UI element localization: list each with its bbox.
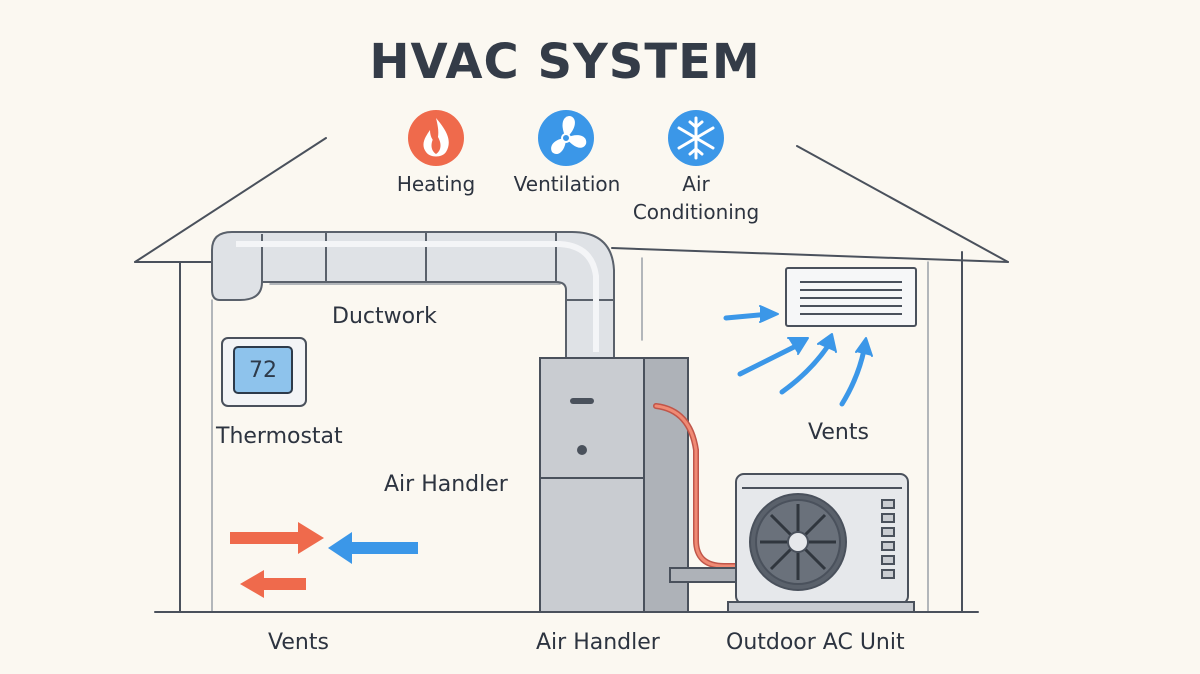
duct-horizontal: [211, 231, 615, 361]
vents-label-bottom: Vents: [268, 630, 329, 655]
ac-side-vents: [881, 499, 895, 579]
air-handler: [539, 357, 689, 613]
ac-fan-hub: [787, 531, 809, 553]
cool-arrow-3: [779, 343, 831, 395]
duct-highlight: [236, 241, 599, 352]
cool-air-arrows: [723, 305, 873, 407]
diagram-title: HVAC SYSTEM: [369, 34, 761, 90]
air-flow-arrows: [230, 522, 418, 598]
thermostat-reading: 72: [249, 357, 277, 383]
cool-arrow-4-head: [855, 337, 873, 357]
air-conditioning-label-line1: Air: [682, 172, 710, 196]
air-handler-handle: [570, 398, 594, 404]
air-handler-front: [539, 357, 645, 613]
cool-arrow-1-head: [759, 305, 779, 323]
ac-unit-base: [727, 601, 915, 613]
roof-right: [796, 145, 1009, 263]
heating-label: Heating: [396, 172, 476, 196]
cool-arrow-2-head: [787, 337, 809, 355]
warm-arrow-2: [240, 570, 306, 598]
snowflake-icon: [668, 110, 724, 166]
air-handler-label-bottom: Air Handler: [536, 630, 660, 655]
flame-icon: [408, 110, 464, 166]
cool-arrow-3-head: [817, 333, 837, 353]
refrigerant-line-core: [654, 404, 746, 568]
cool-arrow-left: [328, 532, 418, 564]
eave-right: [611, 247, 1009, 263]
cool-arrow-4: [839, 347, 867, 407]
wall-vent: [785, 267, 917, 327]
thermostat: [221, 337, 307, 407]
thermostat-screen: [233, 346, 293, 394]
outdoor-ac-unit: [727, 473, 915, 613]
ductwork-label: Ductwork: [332, 304, 437, 329]
air-handler-label: Air Handler: [384, 472, 508, 497]
vents-label-right: Vents: [808, 420, 869, 445]
ventilation-label: Ventilation: [513, 172, 621, 196]
fan-icon: [538, 110, 594, 166]
warm-arrow-1: [230, 522, 324, 554]
outdoor-ac-unit-label: Outdoor AC Unit: [726, 630, 905, 655]
air-handler-indicator: [577, 445, 587, 455]
cool-arrow-2: [737, 341, 803, 377]
roof-left: [134, 137, 327, 263]
ductwork: [211, 231, 615, 361]
air-conditioning-label-line2: Conditioning: [632, 200, 760, 224]
line-set-pipe: [669, 567, 737, 583]
thermostat-label: Thermostat: [216, 424, 343, 449]
